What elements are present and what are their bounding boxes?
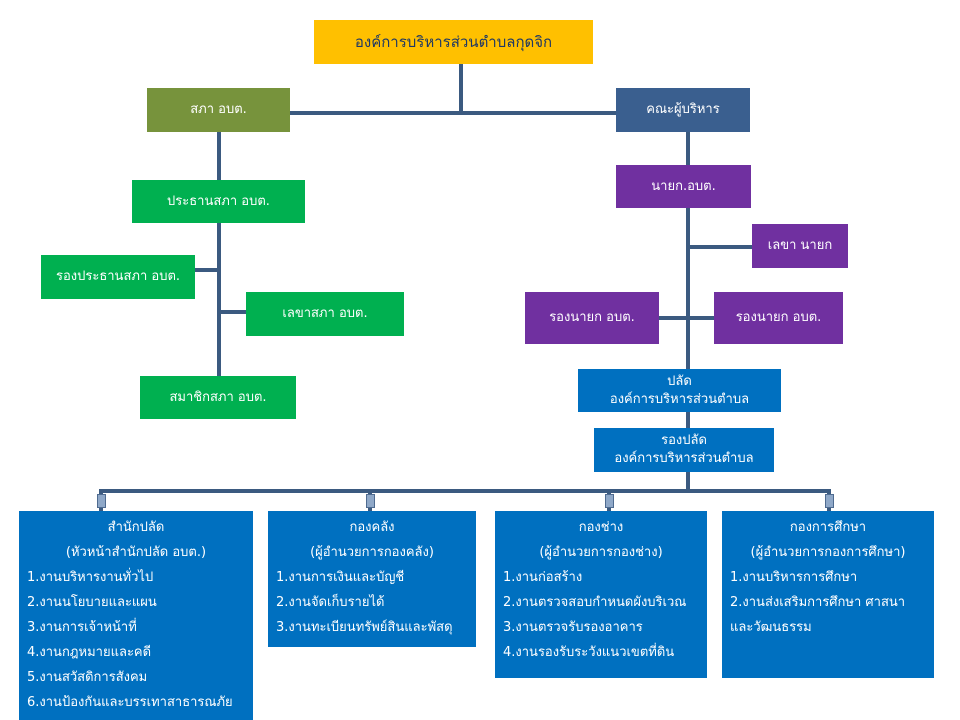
- council-vice-chair-box: รองประธานสภา อบต.: [41, 255, 195, 299]
- department-item: 6.งานป้องกันและบรรเทาสาธารณภัย: [27, 695, 233, 710]
- connector-tick: [97, 494, 106, 508]
- org-top-box: องค์การบริหารส่วนตำบลกุดจิก: [314, 20, 593, 64]
- clerk-line2: องค์การบริหารส่วนตำบล: [609, 391, 750, 407]
- department-item: 1.งานบริหารการศึกษา: [730, 570, 858, 585]
- executive-box: คณะผู้บริหาร: [616, 88, 750, 132]
- mayor-secretary-box: เลขา นายก: [752, 224, 848, 268]
- department-head: (ผู้อำนวยการกองช่าง): [539, 545, 663, 560]
- council-members-label: สมาชิกสภา อบต.: [169, 389, 267, 405]
- department-box-education: กองการศึกษา (ผู้อำนวยการกองการศึกษา) 1.ง…: [722, 511, 934, 678]
- council-chair-label: ประธานสภา อบต.: [167, 193, 270, 209]
- deputy-mayor-right-box: รองนายก อบต.: [714, 292, 843, 344]
- department-title: กองการศึกษา: [789, 520, 867, 535]
- deputy-clerk-box: รองปลัด องค์การบริหารส่วนตำบล: [594, 428, 774, 472]
- council-title: สภา อบต.: [190, 102, 247, 117]
- department-item: 1.งานการเงินและบัญชี: [276, 570, 405, 585]
- department-item: 3.งานทะเบียนทรัพย์สินและพัสดุ: [276, 620, 453, 635]
- council-vice-chair-label: รองประธานสภา อบต.: [55, 269, 181, 284]
- department-item: 2.งานนโยบายและแผน: [27, 595, 157, 610]
- deputy-clerk-line1: รองปลัด: [661, 433, 707, 448]
- department-item: 1.งานบริหารงานทั่วไป: [27, 570, 154, 585]
- department-head: (หัวหน้าสำนักปลัด อบต.): [65, 545, 207, 560]
- department-head: (ผู้อำนวยการกองการศึกษา): [750, 545, 906, 560]
- department-box-office: สำนักปลัด (หัวหน้าสำนักปลัด อบต.) 1.งานบ…: [19, 511, 253, 720]
- connector-tick: [825, 494, 834, 508]
- council-secretary-box: เลขาสภา อบต.: [246, 292, 404, 336]
- mayor-box: นายก.อบต.: [616, 165, 751, 208]
- department-item: 2.งานส่งเสริมการศึกษา ศาสนา: [730, 595, 906, 610]
- department-item: 3.งานตรวจรับรองอาคาร: [503, 620, 643, 635]
- department-item: 3.งานการเจ้าหน้าที่: [27, 620, 137, 635]
- council-members-box: สมาชิกสภา อบต.: [140, 376, 296, 419]
- department-item: และวัฒนธรรม: [730, 620, 812, 635]
- department-item: 4.งานกฎหมายและคดี: [27, 645, 152, 660]
- deputy-mayor-left-label: รองนายก อบต.: [549, 310, 635, 325]
- department-item: 2.งานจัดเก็บรายได้: [276, 595, 385, 610]
- department-title: กองคลัง: [349, 520, 395, 535]
- department-item: 1.งานก่อสร้าง: [503, 570, 583, 585]
- executive-title: คณะผู้บริหาร: [646, 102, 720, 117]
- department-title: สำนักปลัด: [107, 520, 165, 535]
- council-box: สภา อบต.: [147, 88, 290, 132]
- department-title: กองช่าง: [578, 520, 624, 535]
- org-top-label: องค์การบริหารส่วนตำบลกุดจิก: [354, 33, 553, 51]
- department-head: (ผู้อำนวยการกองคลัง): [310, 545, 434, 560]
- deputy-mayor-left-box: รองนายก อบต.: [525, 292, 659, 344]
- department-item: 5.งานสวัสดิการสังคม: [27, 670, 148, 685]
- department-item: 2.งานตรวจสอบกำหนดผังบริเวณ: [503, 595, 687, 610]
- deputy-mayor-right-label: รองนายก อบต.: [735, 310, 822, 325]
- council-chair-box: ประธานสภา อบต.: [132, 180, 305, 223]
- clerk-box: ปลัด องค์การบริหารส่วนตำบล: [578, 369, 781, 412]
- department-item: 4.งานรองรับระวังแนวเขตที่ดิน: [503, 645, 675, 660]
- department-box-engineering: กองช่าง (ผู้อำนวยการกองช่าง) 1.งานก่อสร้…: [495, 511, 707, 678]
- mayor-label: นายก.อบต.: [651, 178, 716, 194]
- mayor-secretary-label: เลขา นายก: [767, 238, 833, 253]
- department-box-finance: กองคลัง (ผู้อำนวยการกองคลัง) 1.งานการเงิ…: [268, 511, 476, 647]
- connector-tick: [605, 494, 614, 508]
- council-secretary-label: เลขาสภา อบต.: [282, 306, 368, 321]
- deputy-clerk-line2: องค์การบริหารส่วนตำบล: [614, 451, 754, 466]
- connector-tick: [366, 494, 375, 508]
- clerk-line1: ปลัด: [667, 373, 692, 389]
